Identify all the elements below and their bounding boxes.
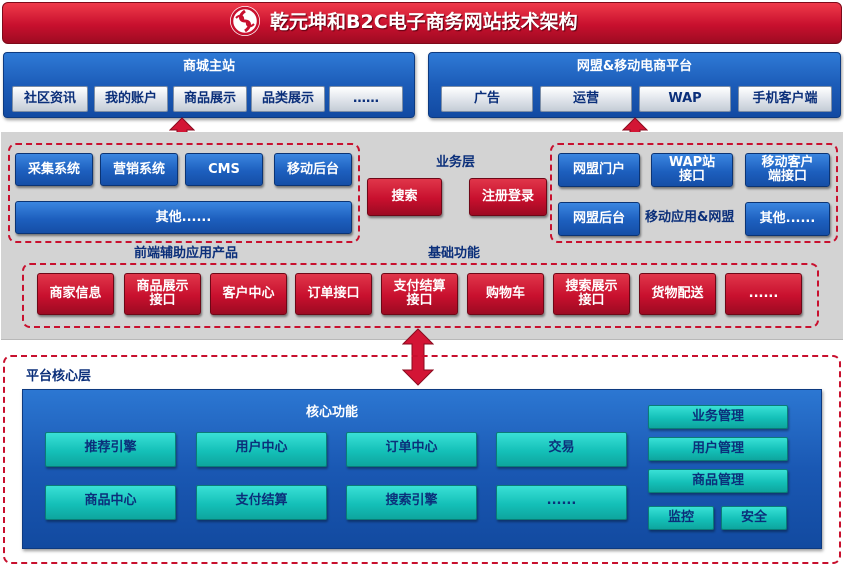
basic-item-order-interface[interactable]: 订单接口 [295,273,372,315]
alliance-portal-button[interactable]: 网盟门户 [558,153,640,187]
core-layer-group [3,355,841,564]
core-item-recommend[interactable]: 推荐引擎 [45,432,176,467]
alliance-item-operations[interactable]: 运营 [540,86,632,112]
basic-item-search-interface[interactable]: 搜索展示 接口 [553,273,630,315]
mall-item-products[interactable]: 商品展示 [173,86,247,112]
side-item-security[interactable]: 安全 [721,506,787,530]
business-layer-title: 业务层 [436,155,476,170]
core-item-trade[interactable]: 交易 [496,432,627,467]
core-layer-label: 平台核心层 [26,369,92,384]
mobile-alliance-group [550,143,838,243]
alliance-title: 网盟&移动电商平台 [576,59,693,74]
core-item-more[interactable]: ...... [496,485,627,520]
frontend-group [8,143,360,243]
register-login-button[interactable]: 注册登录 [469,178,547,216]
basic-item-customer-center[interactable]: 客户中心 [210,273,287,315]
basic-item-cart[interactable]: 购物车 [467,273,544,315]
mall-item-categories[interactable]: 品类展示 [251,86,325,112]
search-button[interactable]: 搜索 [367,178,442,216]
mall-title: 商城主站 [182,59,235,74]
frontend-item-collection[interactable]: 采集系统 [15,153,93,186]
basic-functions-group [22,263,819,328]
wap-interface-button[interactable]: WAP站 接口 [651,153,733,187]
core-item-search-engine[interactable]: 搜索引擎 [346,485,477,520]
mobile-client-interface-button[interactable]: 移动客户 端接口 [745,153,830,187]
alliance-item-mobile-client[interactable]: 手机客户端 [738,86,832,112]
basic-item-product-interface[interactable]: 商品展示 接口 [124,273,201,315]
side-item-product-mgmt[interactable]: 商品管理 [648,469,788,493]
mall-item-account[interactable]: 我的账户 [94,86,168,112]
page-title: 乾元坤和B2C电子商务网站技术架构 [270,11,578,33]
mall-item-more[interactable]: …… [329,86,403,112]
basic-item-merchant-info[interactable]: 商家信息 [37,273,114,315]
frontend-item-other[interactable]: 其他...... [15,201,352,234]
frontend-item-mobile-backend[interactable]: 移动后台 [274,153,352,186]
frontend-item-cms[interactable]: CMS [185,153,263,186]
core-item-product-center[interactable]: 商品中心 [45,485,176,520]
side-item-business-mgmt[interactable]: 业务管理 [648,405,788,429]
basic-item-payment-interface[interactable]: 支付结算 接口 [381,273,458,315]
mobile-alliance-label: 移动应用&网盟 [645,210,735,225]
company-logo-icon [230,6,260,36]
alliance-item-ads[interactable]: 广告 [441,86,533,112]
side-item-monitor[interactable]: 监控 [648,506,714,530]
mobile-other-button[interactable]: 其他...... [745,202,830,236]
basic-item-more[interactable]: ...... [725,273,802,315]
side-item-user-mgmt[interactable]: 用户管理 [648,437,788,461]
basic-functions-label: 基础功能 [428,246,481,261]
title-banner [2,2,842,44]
mall-item-community[interactable]: 社区资讯 [12,86,88,112]
alliance-item-wap[interactable]: WAP [639,86,731,112]
frontend-item-marketing[interactable]: 营销系统 [100,153,178,186]
core-item-user-center[interactable]: 用户中心 [196,432,327,467]
alliance-backend-button[interactable]: 网盟后台 [558,202,640,236]
frontend-label: 前端辅助应用产品 [134,246,239,261]
basic-item-delivery[interactable]: 货物配送 [639,273,716,315]
core-item-payment[interactable]: 支付结算 [196,485,327,520]
double-arrow-icon [401,328,435,386]
core-item-order-center[interactable]: 订单中心 [346,432,477,467]
core-functions-title: 核心功能 [305,405,358,420]
